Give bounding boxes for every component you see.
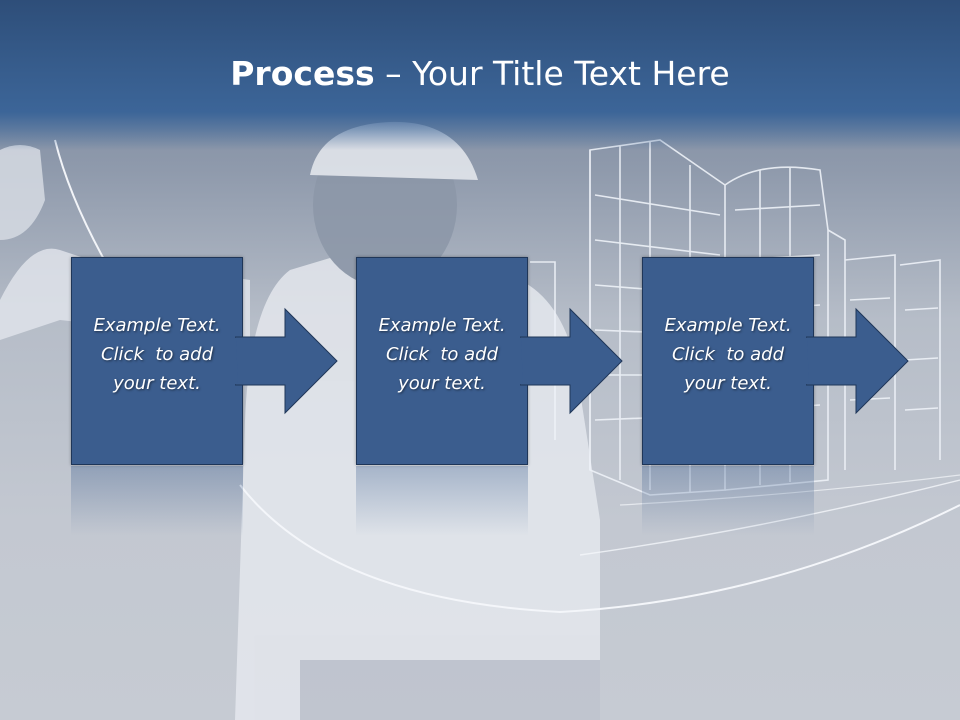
step-text[interactable]: Example Text. Click to add your text. bbox=[642, 311, 814, 398]
arrow-right-icon bbox=[235, 307, 338, 415]
step-1-reflection bbox=[71, 466, 243, 536]
step-text-line-1: Example Text. bbox=[93, 315, 221, 336]
process-step-2[interactable]: Example Text. Click to add your text. bbox=[356, 257, 623, 465]
step-text-line-3: your text. bbox=[398, 373, 486, 394]
step-3-reflection bbox=[642, 466, 814, 536]
process-step-3[interactable]: Example Text. Click to add your text. bbox=[642, 257, 909, 465]
step-text[interactable]: Example Text. Click to add your text. bbox=[71, 311, 243, 398]
wire-line bbox=[54, 139, 111, 271]
step-text-line-3: your text. bbox=[684, 373, 772, 394]
process-step-1[interactable]: Example Text. Click to add your text. bbox=[71, 257, 338, 465]
arrow-right-icon bbox=[806, 307, 909, 415]
title-rest-text: – Your Title Text Here bbox=[374, 54, 730, 93]
step-box bbox=[356, 257, 528, 465]
step-text-line-2: Click to add bbox=[100, 344, 213, 365]
step-2-reflection bbox=[356, 466, 528, 536]
step-text[interactable]: Example Text. Click to add your text. bbox=[356, 311, 528, 398]
title-bar bbox=[0, 0, 960, 150]
step-text-line-2: Click to add bbox=[671, 344, 784, 365]
title-bold-text: Process bbox=[230, 54, 375, 93]
slide-title[interactable]: Process – Your Title Text Here bbox=[0, 54, 960, 94]
ground-lines bbox=[239, 474, 960, 614]
step-box bbox=[642, 257, 814, 465]
step-text-line-3: your text. bbox=[113, 373, 201, 394]
step-text-line-1: Example Text. bbox=[664, 315, 792, 336]
step-text-line-1: Example Text. bbox=[378, 315, 506, 336]
arrow-right-icon bbox=[520, 307, 623, 415]
step-text-line-2: Click to add bbox=[385, 344, 498, 365]
